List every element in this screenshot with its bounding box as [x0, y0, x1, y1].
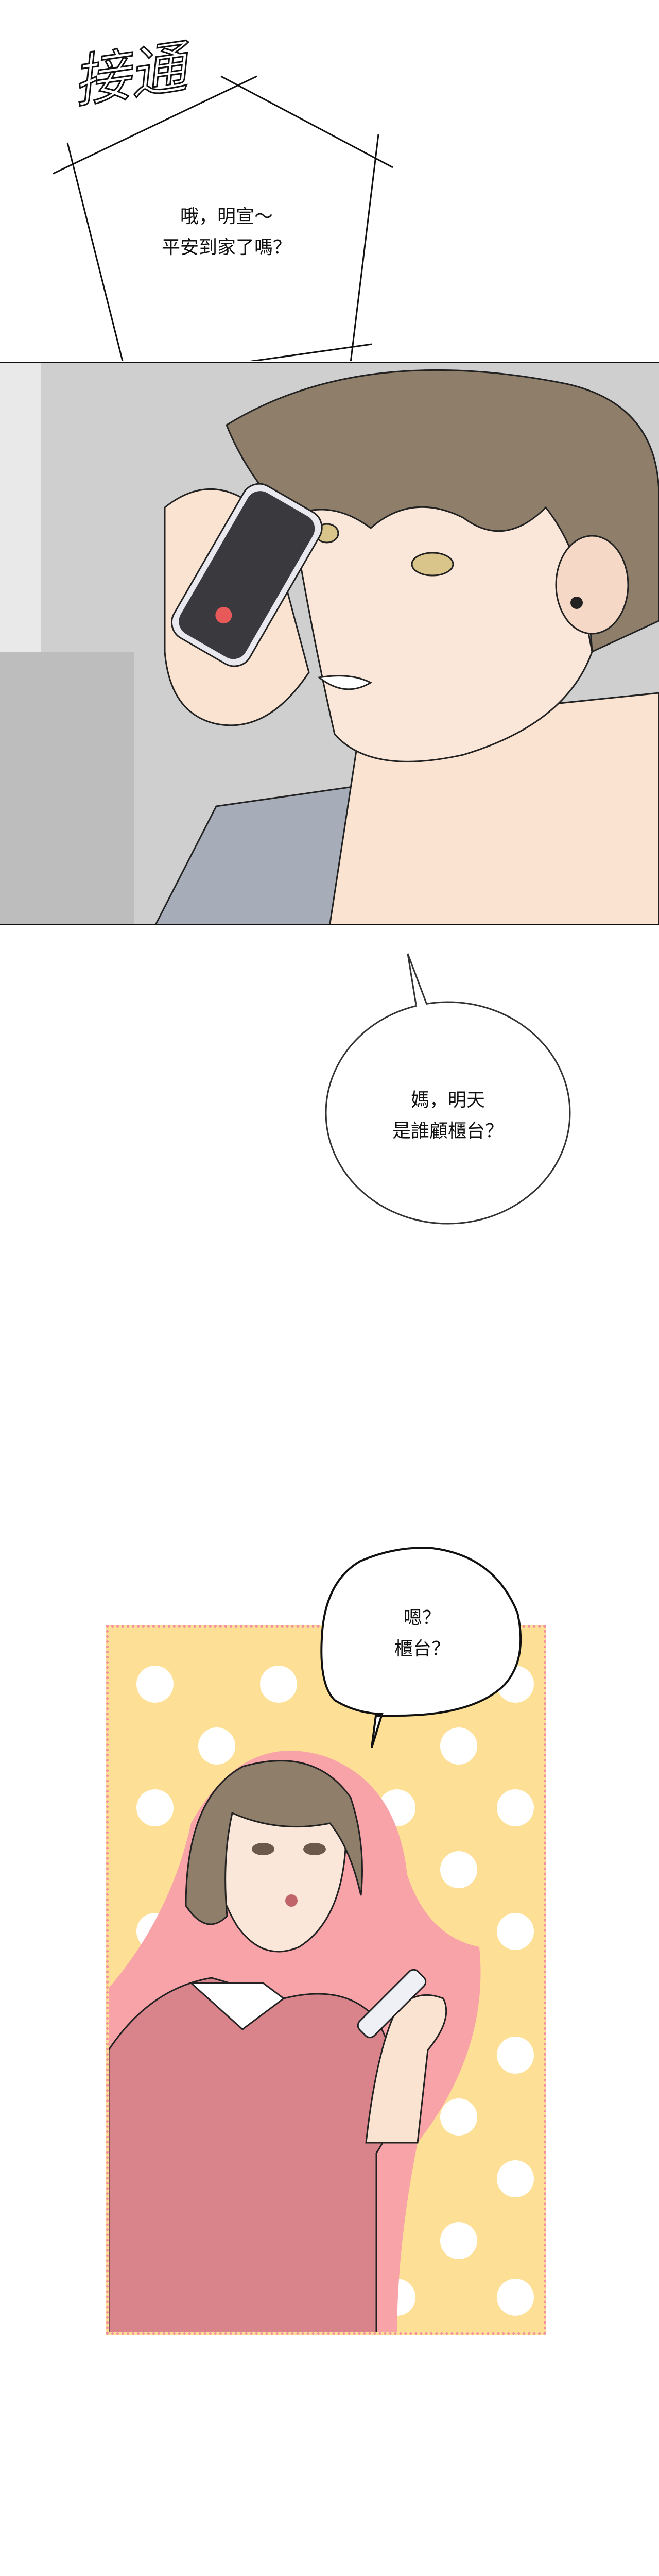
man-illustration [0, 363, 659, 924]
caption-line-2: 平安到家了嗎？ [161, 237, 291, 258]
mom-line-1: 嗯？ [403, 1607, 441, 1629]
panel-man-on-phone [0, 362, 659, 925]
phone-caption-frame [53, 75, 393, 361]
smartphone [357, 1969, 427, 2039]
mom-line-2: 櫃台？ [394, 1638, 450, 1659]
panel-mom-on-phone [106, 1625, 546, 2335]
son-line-2: 是誰顧櫃台？ [392, 1121, 504, 1142]
caption-line-1: 哦，明宣～ [180, 206, 273, 227]
smartphone [171, 483, 323, 667]
mom-illustration [109, 1666, 534, 2332]
speech-bubble-son [325, 953, 571, 1225]
son-line-1: 媽，明天 [410, 1090, 485, 1111]
speech-bubble-mom [320, 1547, 522, 1748]
